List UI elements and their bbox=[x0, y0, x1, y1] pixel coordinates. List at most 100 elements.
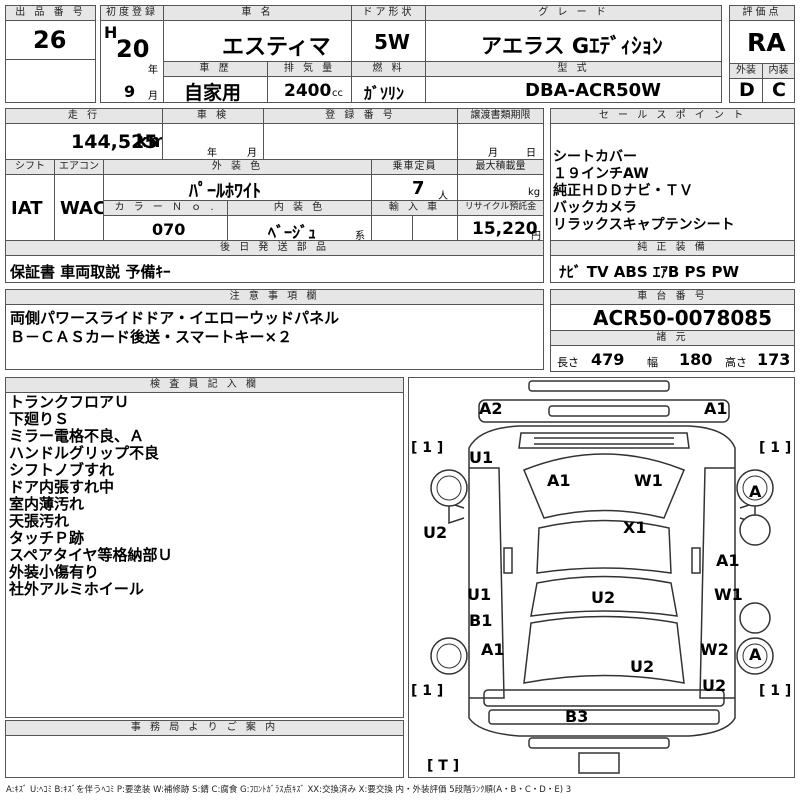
max-load-label: 最大積載量 bbox=[457, 159, 544, 175]
mileage-label: 走 行 bbox=[5, 108, 163, 124]
color-no-cell: 070 bbox=[103, 215, 228, 241]
import-divider bbox=[412, 216, 413, 240]
reg-month-unit: 月 bbox=[148, 91, 158, 102]
interior-color-cell: ﾍﾞｰｼﾞｭ 系 bbox=[227, 215, 372, 241]
capacity: 7 bbox=[412, 178, 425, 199]
office-box bbox=[5, 735, 404, 778]
delivery-parts: 保証書 車両取説 予備ｷｰ bbox=[10, 263, 171, 281]
displacement-label: 排 気 量 bbox=[267, 61, 352, 77]
damage-mark: A2 bbox=[479, 399, 503, 418]
damage-mark: U2 bbox=[423, 523, 448, 542]
damage-mark: A bbox=[749, 645, 762, 664]
grade-label: グ レ ー ド bbox=[425, 5, 722, 21]
interior-grade-cell: C bbox=[762, 78, 795, 103]
inspector-line: スペアタイヤ等格納部Ｕ bbox=[9, 546, 173, 564]
fuel-label: 燃 料 bbox=[351, 61, 426, 77]
capacity-cell: 7 人 bbox=[371, 174, 458, 201]
damage-mark: U2 bbox=[591, 588, 616, 607]
lot-label: 出 品 番 号 bbox=[5, 5, 96, 21]
notices-text: 両側パワースライドドア・イエローウッドパネル Ｂ－ＣＡＳカード後送・スマートキー… bbox=[10, 309, 339, 347]
era-mark: H bbox=[104, 23, 118, 42]
inspector-line: 室内薄汚れ bbox=[9, 495, 85, 513]
dimensions-cell: 長さ 479 幅 180 高さ 173 bbox=[550, 345, 795, 372]
damage-mark: U1 bbox=[467, 585, 492, 604]
color-no: 070 bbox=[152, 220, 186, 239]
inspection-label: 車 検 bbox=[162, 108, 264, 124]
first-reg-label: 初度登録 bbox=[100, 5, 164, 21]
lot-blank-cell bbox=[5, 59, 96, 103]
interior-color-label: 内 装 色 bbox=[227, 200, 372, 216]
capacity-unit: 人 bbox=[438, 191, 448, 201]
reg-year-unit: 年 bbox=[148, 65, 158, 76]
damage-mark: B3 bbox=[565, 707, 589, 726]
notice-line: Ｂ－ＣＡＳカード後送・スマートキー×２ bbox=[10, 328, 293, 346]
delivery-parts-cell: 保証書 車両取説 予備ｷｰ bbox=[5, 255, 544, 283]
color-label: 外 装 色 bbox=[103, 159, 372, 175]
notice-line: 両側パワースライドドア・イエローウッドパネル bbox=[10, 309, 340, 327]
recycle-label: リサイクル預託金 bbox=[457, 200, 544, 216]
width-label: 幅 bbox=[647, 356, 658, 369]
dimensions-label: 諸 元 bbox=[550, 330, 795, 346]
inspector-line: ドア内張すれ中 bbox=[9, 478, 115, 496]
transfer-deadline-label: 譲渡書類期限 bbox=[457, 108, 544, 124]
damage-mark: U2 bbox=[702, 676, 727, 695]
damage-mark: A1 bbox=[481, 640, 505, 659]
interior-grade-label: 内装 bbox=[762, 63, 795, 79]
import-cell bbox=[371, 215, 458, 241]
interior-color-unit: 系 bbox=[355, 231, 365, 241]
recycle-unit: 円 bbox=[531, 231, 541, 241]
inspector-line: 下廻りＳ bbox=[9, 410, 70, 428]
equipment: ﾅﾋﾞ TV ABS ｴｱB PS PW bbox=[559, 263, 740, 281]
bracket-note: [ 1 ] bbox=[759, 683, 792, 699]
shift-label: シフト bbox=[5, 159, 55, 175]
bracket-note: [ 1 ] bbox=[411, 683, 444, 699]
height-label: 高さ bbox=[725, 356, 747, 369]
sales-point: １９インチAW bbox=[553, 166, 649, 182]
ac-cell: WAC bbox=[54, 174, 104, 241]
history: 自家用 bbox=[184, 82, 242, 103]
inspector-line: 外装小傷有り bbox=[9, 563, 100, 581]
door-type: 5W bbox=[374, 30, 410, 54]
shift: IAT bbox=[11, 198, 43, 219]
color: ﾊﾟｰﾙﾎﾜｲﾄ bbox=[189, 181, 261, 201]
displacement: 2400 bbox=[284, 81, 332, 101]
damage-mark: W1 bbox=[714, 585, 743, 604]
interior-color: ﾍﾞｰｼﾞｭ bbox=[268, 223, 317, 241]
grade: アエラス Gｴﾃﾞｨｼｮﾝ bbox=[481, 34, 663, 58]
car-name-cell: エスティマ bbox=[163, 20, 352, 62]
door-cell: 5W bbox=[351, 20, 426, 62]
score-cell: RA bbox=[729, 20, 795, 64]
chassis-cell: ACR50-0078085 bbox=[550, 304, 795, 331]
mileage: 144,525 bbox=[71, 131, 158, 153]
notices-box: 両側パワースライドドア・イエローウッドパネル Ｂ－ＣＡＳカード後送・スマートキー… bbox=[5, 304, 544, 370]
bracket-note: [ 1 ] bbox=[759, 440, 792, 456]
notices-label: 注 意 事 項 欄 bbox=[5, 289, 544, 305]
damage-mark: U1 bbox=[469, 448, 494, 467]
length-label: 長さ bbox=[557, 356, 579, 369]
ac-label: エアコン bbox=[54, 159, 104, 175]
damage-mark: A1 bbox=[716, 551, 740, 570]
fuel-cell: ｶﾞｿﾘﾝ bbox=[351, 76, 426, 103]
reg-year: 20 bbox=[116, 35, 150, 63]
mileage-unit: km bbox=[136, 131, 162, 152]
chassis-number: ACR50-0078085 bbox=[593, 306, 773, 330]
length: 479 bbox=[591, 350, 625, 369]
insp-month-unit: 月 bbox=[247, 148, 257, 159]
registration-cell bbox=[263, 123, 458, 160]
transfer-day-unit: 日 bbox=[526, 148, 536, 159]
shift-cell: IAT bbox=[5, 174, 55, 241]
bracket-note: [ T ] bbox=[427, 758, 460, 774]
chassis-label: 車 台 番 号 bbox=[550, 289, 795, 305]
damage-mark: X1 bbox=[623, 518, 647, 537]
damage-mark: W2 bbox=[700, 640, 729, 659]
damage-mark: B1 bbox=[469, 611, 493, 630]
sales-point: シートカバー bbox=[553, 149, 637, 165]
inspector-line: トランクフロアＵ bbox=[9, 393, 130, 411]
bracket-note: [ 1 ] bbox=[411, 440, 444, 456]
damage-mark: A1 bbox=[547, 471, 571, 490]
delivery-parts-label: 後 日 発 送 部 品 bbox=[5, 240, 544, 256]
car-name: エスティマ bbox=[222, 35, 331, 60]
model-cell: DBA-ACR50W bbox=[425, 76, 722, 103]
sales-point-label: セ ー ル ス ポ イ ン ト bbox=[550, 108, 795, 124]
model-label: 型 式 bbox=[425, 61, 722, 77]
